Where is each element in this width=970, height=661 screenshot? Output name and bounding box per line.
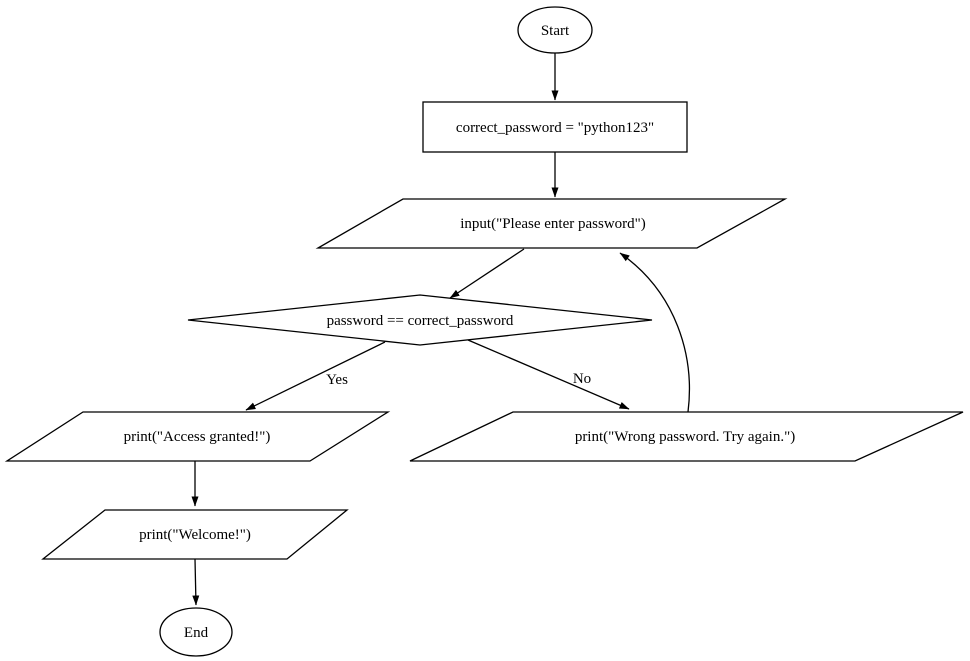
- node-set-password: correct_password = "python123": [422, 101, 688, 153]
- start-label: Start: [541, 23, 570, 39]
- node-end: End: [159, 607, 233, 657]
- welcome-parallelogram: [41, 509, 349, 560]
- access-granted-label: print("Access granted!"): [124, 429, 271, 445]
- check-password-label: password == correct_password: [327, 313, 514, 329]
- edge-decision-yes: [245, 341, 386, 411]
- edge-decision-no: [467, 339, 630, 410]
- node-check-password: password == correct_password: [187, 294, 653, 346]
- end-label: End: [184, 625, 209, 641]
- node-wrong-password: print("Wrong password. Try again."): [409, 411, 964, 462]
- edge-input-to-decision: [449, 248, 525, 299]
- input-password-parallelogram: [315, 198, 788, 249]
- start-ellipse: [517, 6, 593, 54]
- edges: [191, 53, 691, 606]
- edge-label-no: No: [573, 371, 591, 387]
- input-password-label: input("Please enter password"): [460, 216, 646, 232]
- end-ellipse: [159, 607, 233, 657]
- node-access-granted: print("Access granted!"): [4, 411, 391, 462]
- check-password-diamond: [187, 294, 653, 346]
- set-password-label: correct_password = "python123": [456, 120, 654, 136]
- set-password-rectangle: [422, 101, 688, 153]
- access-granted-parallelogram: [4, 411, 391, 462]
- node-start: Start: [517, 6, 593, 54]
- edge-retry-loop: [619, 252, 691, 413]
- wrong-password-label: print("Wrong password. Try again."): [575, 429, 795, 445]
- edge-welcome-to-end: [192, 558, 200, 606]
- welcome-label: print("Welcome!"): [139, 527, 251, 543]
- node-input-password: input("Please enter password"): [315, 198, 788, 249]
- edge-label-yes: Yes: [326, 372, 348, 388]
- wrong-password-parallelogram: [409, 411, 964, 462]
- node-welcome: print("Welcome!"): [41, 509, 349, 560]
